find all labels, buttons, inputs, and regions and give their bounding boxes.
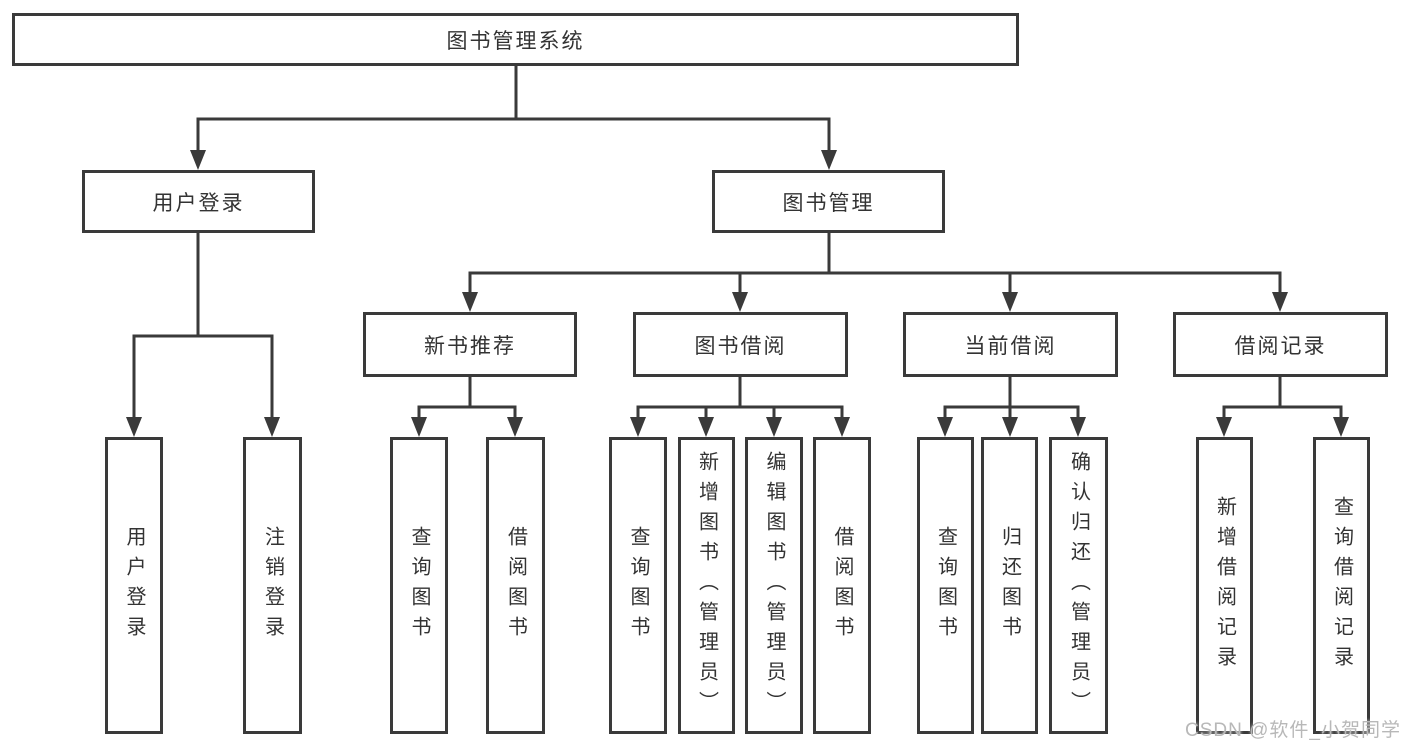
connector-borrow-to-leaves — [630, 377, 850, 437]
leaf-current-confirm-return-admin-label: 确认归还（管理员） — [1067, 450, 1090, 721]
node-book-borrow-label: 图书借阅 — [694, 334, 787, 358]
connector-bookmgmt-to-level3 — [462, 233, 1288, 312]
leaf-current-confirm-return-admin: 确认归还（管理员） — [1049, 437, 1108, 734]
connector-records-to-leaves — [1216, 377, 1349, 437]
leaf-borrow-borrow-book: 借阅图书 — [813, 437, 871, 734]
leaf-borrow-add-book-admin: 新增图书（管理员） — [678, 437, 735, 734]
connector-root-to-level2 — [190, 66, 837, 170]
leaf-logout-login: 注销登录 — [243, 437, 302, 734]
leaf-user-login-label: 用户登录 — [123, 525, 145, 646]
node-borrow-records-label: 借阅记录 — [1234, 334, 1327, 358]
node-borrow-records: 借阅记录 — [1173, 312, 1388, 377]
leaf-borrow-add-book-admin-label: 新增图书（管理员） — [695, 450, 718, 721]
connector-current-to-leaves — [937, 377, 1086, 437]
leaf-records-add-record-label: 新增借阅记录 — [1213, 495, 1236, 676]
leaf-recommend-borrow-book: 借阅图书 — [486, 437, 545, 734]
node-book-management-label: 图书管理 — [782, 191, 875, 215]
leaf-records-add-record: 新增借阅记录 — [1196, 437, 1253, 734]
leaf-borrow-borrow-book-label: 借阅图书 — [831, 525, 853, 646]
node-book-management: 图书管理 — [712, 170, 945, 233]
csdn-watermark: CSDN @软件_小贺同学 — [1185, 720, 1401, 741]
leaf-records-query-record: 查询借阅记录 — [1313, 437, 1370, 734]
node-user-login-label: 用户登录 — [152, 191, 245, 215]
leaf-current-query-book-label: 查询图书 — [934, 525, 957, 646]
leaf-recommend-borrow-book-label: 借阅图书 — [504, 525, 527, 646]
node-current-borrow-label: 当前借阅 — [964, 334, 1057, 358]
node-new-book-recommend: 新书推荐 — [363, 312, 577, 377]
leaf-logout-login-label: 注销登录 — [261, 525, 284, 646]
leaf-recommend-query-book: 查询图书 — [390, 437, 448, 734]
node-user-login: 用户登录 — [82, 170, 315, 233]
leaf-recommend-query-book-label: 查询图书 — [408, 525, 430, 646]
leaf-current-return-book: 归还图书 — [981, 437, 1038, 734]
node-root-system: 图书管理系统 — [12, 13, 1019, 66]
leaf-records-query-record-label: 查询借阅记录 — [1330, 495, 1353, 676]
leaf-borrow-query-book-label: 查询图书 — [627, 525, 649, 646]
leaf-user-login: 用户登录 — [105, 437, 163, 734]
leaf-current-return-book-label: 归还图书 — [998, 525, 1021, 646]
connector-recommend-to-leaves — [411, 377, 523, 437]
node-root-label: 图书管理系统 — [446, 29, 585, 53]
node-book-borrow: 图书借阅 — [633, 312, 848, 377]
leaf-borrow-edit-book-admin-label: 编辑图书（管理员） — [763, 450, 785, 721]
connector-userlogin-to-leaves — [126, 233, 280, 437]
node-current-borrow: 当前借阅 — [903, 312, 1118, 377]
node-new-book-recommend-label: 新书推荐 — [424, 334, 516, 358]
leaf-current-query-book: 查询图书 — [917, 437, 974, 734]
leaf-borrow-edit-book-admin: 编辑图书（管理员） — [745, 437, 803, 734]
leaf-borrow-query-book: 查询图书 — [609, 437, 667, 734]
